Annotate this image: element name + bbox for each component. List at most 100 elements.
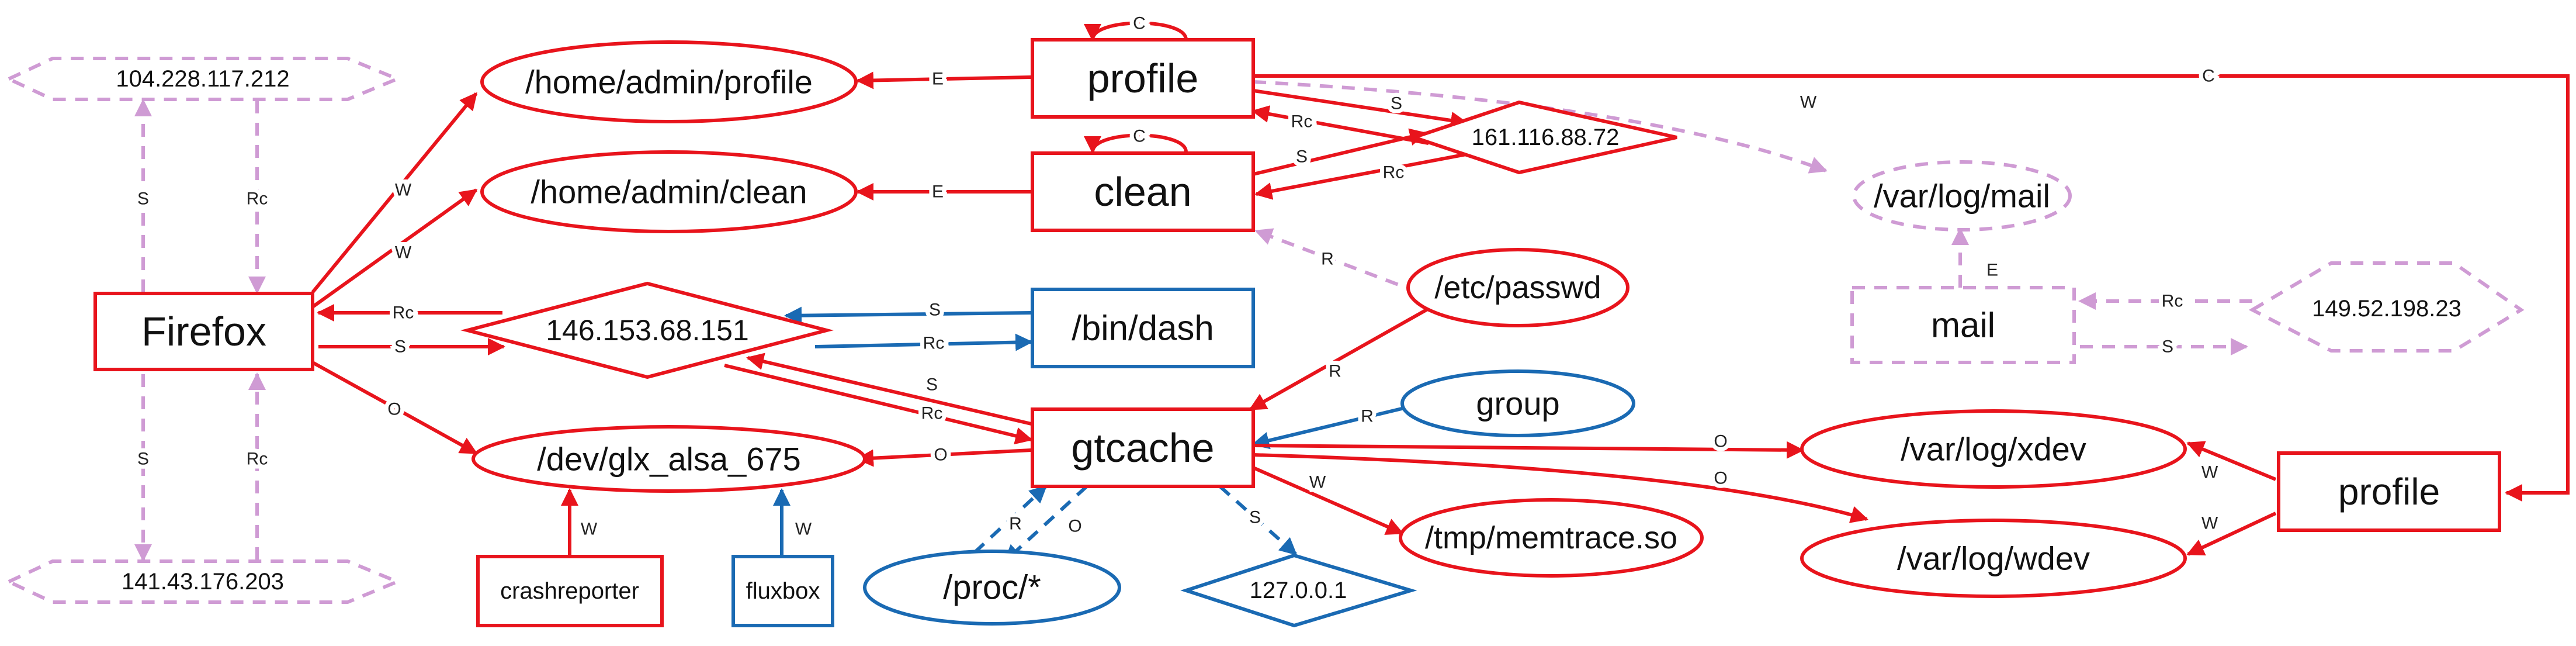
- node-tmp-memtrace-shape: [1399, 498, 1704, 578]
- edge-gtcache-localhost: [1219, 485, 1298, 556]
- edge-label: W: [2201, 463, 2218, 482]
- edge-firefox-home-profile: [311, 92, 478, 293]
- edge-label: S: [1249, 508, 1261, 527]
- node-gtcache-label: gtcache: [1071, 425, 1214, 471]
- node-localhost-label: 127.0.0.1: [1250, 578, 1347, 603]
- edge-label: E: [932, 182, 944, 202]
- node-mail-box: [1850, 286, 2076, 364]
- edge-firefox-home-clean: [311, 188, 478, 309]
- node-group-shape: [1400, 369, 1635, 437]
- edge-firefox-dev-glx: [311, 361, 478, 455]
- edge-label: S: [394, 337, 406, 357]
- node-home-clean-shape: [480, 150, 858, 233]
- node-home-profile-shape: [480, 40, 858, 123]
- edge-passwd-gtcache: [1249, 307, 1430, 411]
- node-ip-146-label: 146.153.68.151: [546, 314, 749, 347]
- edge-label: E: [1986, 261, 1998, 280]
- edge-ip-161-to-clean: [1254, 151, 1473, 200]
- node-var-log-xdev-label: /var/log/xdev: [1901, 431, 2086, 468]
- edge-label: O: [934, 445, 947, 465]
- edge-label: Rc: [1291, 112, 1313, 132]
- node-var-log-xdev-shape: [1800, 409, 2187, 489]
- node-ip-149-label: 149.52.198.23: [2312, 296, 2461, 322]
- edge-label: Rc: [923, 334, 945, 353]
- edge-label: O: [1714, 469, 1727, 488]
- edge-label: S: [1296, 147, 1308, 167]
- edge-label: S: [929, 300, 941, 320]
- edge-label: R: [1009, 514, 1022, 534]
- node-tmp-memtrace-label: /tmp/memtrace.so: [1425, 520, 1677, 555]
- node-profile-box: [1031, 38, 1255, 119]
- node-ip-104-label: 104.228.117.212: [116, 66, 289, 92]
- node-ip-146-shape: [460, 281, 834, 379]
- node-ip-149-shape: [2248, 261, 2525, 353]
- edge-dash-to-ip-146: [784, 306, 1032, 324]
- edge-proc-gtcache: [973, 485, 1048, 554]
- node-firefox-label: Firefox: [141, 309, 266, 354]
- edge-label: W: [395, 181, 412, 200]
- edge-right-profile-xdev: [2186, 441, 2277, 481]
- node-ip-161-shape: [1408, 100, 1677, 175]
- node-var-log-wdev-label: /var/log/wdev: [1897, 540, 2090, 577]
- node-fluxbox-label: fluxbox: [746, 578, 820, 604]
- node-home-clean-label: /home/admin/clean: [531, 174, 807, 210]
- edge-gtcache-memtrace: [1252, 466, 1404, 535]
- edge-profile-var-log-mail: [1253, 80, 1828, 174]
- edge-clean-self: [1084, 133, 1188, 154]
- node-etc-passwd-label: /etc/passwd: [1434, 270, 1601, 305]
- node-crashreporter-box: [476, 555, 664, 627]
- node-gtcache-box: [1031, 407, 1255, 488]
- edge-label: S: [1391, 94, 1402, 113]
- edge-label: Rc: [247, 450, 268, 469]
- node-etc-passwd-shape: [1406, 248, 1629, 327]
- node-clean-label: clean: [1094, 169, 1191, 215]
- node-group-label: group: [1476, 385, 1559, 422]
- node-ip-141-label: 141.43.176.203: [122, 569, 284, 595]
- node-profile-right-box: [2277, 451, 2501, 532]
- node-profile-label: profile: [1087, 56, 1199, 101]
- edge-label: Rc: [2162, 292, 2183, 311]
- node-ip-141-shape: [4, 559, 402, 604]
- node-clean-box: [1031, 151, 1255, 232]
- node-proc-shape: [863, 550, 1121, 626]
- node-proc-label: /proc/*: [943, 569, 1041, 607]
- node-var-log-wdev-shape: [1800, 519, 2187, 598]
- edge-label: W: [795, 520, 812, 539]
- edge-label: C: [2202, 67, 2215, 86]
- edge-gtcache-xdev: [1253, 441, 1804, 459]
- edge-clean-to-ip-161: [1253, 128, 1427, 176]
- edge-label: E: [932, 70, 944, 89]
- edge-label: Rc: [247, 189, 268, 209]
- edge-label: W: [1800, 93, 1817, 112]
- node-bin-dash-box: [1031, 288, 1255, 368]
- edge-label: R: [1361, 407, 1374, 426]
- edge-label: C: [1133, 127, 1146, 146]
- node-crashreporter-label: crashreporter: [500, 578, 639, 604]
- node-var-log-mail-shape: [1852, 160, 2072, 232]
- node-localhost-shape: [1180, 553, 1417, 628]
- node-var-log-mail-label: /var/log/mail: [1874, 178, 2050, 215]
- edge-label: Rc: [921, 404, 943, 423]
- node-profile-right-label: profile: [2338, 471, 2440, 513]
- edge-label: S: [137, 189, 149, 209]
- edge-profile-right-profile: [1253, 74, 2570, 502]
- edge-label: Rc: [393, 303, 414, 323]
- edge-label: O: [387, 400, 401, 419]
- edge-label: C: [1133, 14, 1146, 33]
- node-mail-label: mail: [1931, 306, 1995, 345]
- node-ip-161-label: 161.116.88.72: [1472, 125, 1620, 150]
- node-dev-glx-label: /dev/glx_alsa_675: [537, 441, 800, 478]
- edge-group-gtcache: [1251, 400, 1429, 450]
- edge-label: W: [2201, 514, 2218, 533]
- edge-label: W: [1309, 473, 1326, 492]
- node-dev-glx-shape: [471, 425, 866, 493]
- node-home-profile-label: /home/admin/profile: [525, 64, 813, 101]
- edge-ip-146-to-gtcache: [724, 364, 1033, 445]
- edge-passwd-clean: [1254, 228, 1420, 294]
- edge-label: O: [1714, 432, 1727, 451]
- edge-right-profile-wdev: [2186, 512, 2277, 556]
- edge-gtcache-proc: [1003, 485, 1088, 563]
- edge-label: O: [1068, 517, 1081, 536]
